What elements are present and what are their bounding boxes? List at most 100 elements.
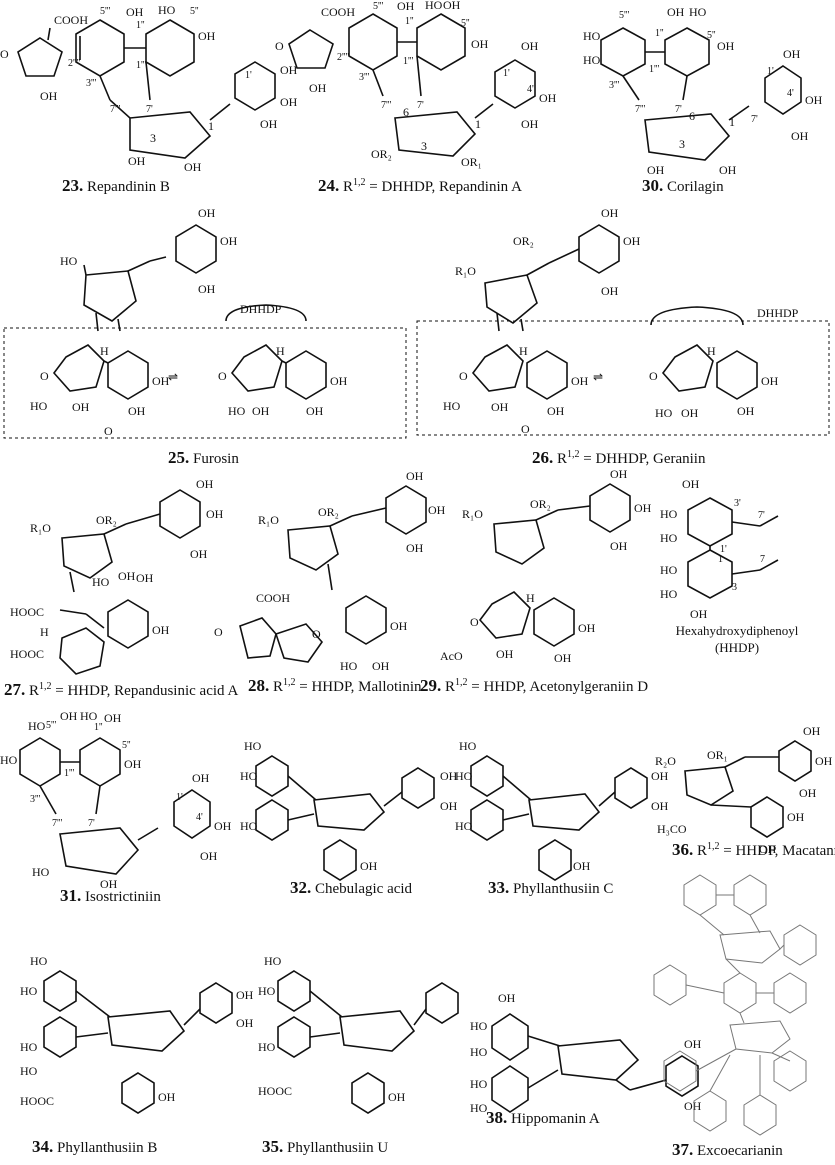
caption-27: 27. R1,2 = HHDP, Repandusinic acid A [4, 680, 239, 699]
svg-text:OH: OH [260, 117, 278, 131]
svg-text:OH: OH [198, 206, 216, 220]
svg-text:OH: OH [803, 724, 821, 738]
svg-text:OH: OH [198, 29, 216, 43]
svg-text:5''': 5''' [46, 720, 57, 731]
svg-text:HO: HO [470, 1045, 488, 1059]
svg-text:OH: OH [498, 991, 516, 1005]
svg-text:OH: OH [200, 849, 218, 863]
svg-text:OH: OH [128, 154, 146, 168]
svg-text:OR₂: OR₂ [513, 234, 534, 248]
svg-text:HO: HO [20, 1040, 38, 1054]
svg-text:3''': 3''' [30, 794, 41, 805]
svg-text:OH: OH [220, 234, 238, 248]
svg-text:OR₁: OR₁ [707, 748, 728, 762]
svg-text:AcO: AcO [440, 649, 463, 663]
svg-text:1': 1' [767, 66, 774, 77]
svg-text:1'': 1'' [405, 16, 414, 27]
svg-text:OH: OH [440, 799, 458, 813]
svg-text:OH: OH [521, 117, 539, 131]
svg-text:OH: OH [397, 0, 415, 13]
svg-text:OH: OH [124, 757, 142, 771]
svg-text:HO: HO [92, 575, 110, 589]
svg-text:OH: OH [390, 619, 408, 633]
structure-38: OH HO HO HO HO OH OH [470, 991, 702, 1115]
svg-text:OH: OH [214, 819, 232, 833]
svg-text:OH: OH [206, 507, 224, 521]
structure-33: HO HO HO OH OH OH [455, 739, 669, 881]
svg-text:OH: OH [388, 1090, 406, 1104]
svg-text:1'': 1'' [655, 28, 664, 39]
svg-text:OH: OH [610, 467, 628, 481]
svg-text:OR₂: OR₂ [530, 497, 551, 511]
svg-text:OH: OH [152, 374, 170, 388]
caption-35: 35. Phyllanthusiin U [262, 1137, 389, 1156]
svg-text:HO: HO [244, 739, 262, 753]
svg-text:HO: HO [20, 1064, 38, 1078]
svg-text:OH: OH [280, 95, 298, 109]
svg-text:O: O [275, 39, 284, 53]
svg-text:HO: HO [30, 399, 48, 413]
svg-text:HO: HO [158, 3, 176, 17]
svg-text:6: 6 [403, 105, 409, 119]
svg-text:HO: HO [258, 984, 276, 998]
svg-text:OH: OH [236, 988, 254, 1002]
svg-text:1: 1 [208, 119, 214, 133]
svg-text:⇌: ⇌ [168, 370, 178, 384]
svg-text:OH: OH [573, 859, 591, 873]
svg-text:OH: OH [72, 400, 90, 414]
svg-text:OH: OH [126, 5, 144, 19]
svg-text:OH: OH [491, 400, 509, 414]
svg-text:HO: HO [258, 1040, 276, 1054]
svg-text:2'''': 2'''' [68, 58, 80, 69]
svg-text:HO: HO [340, 659, 358, 673]
svg-text:OH: OH [100, 877, 118, 891]
svg-text:7''': 7''' [635, 104, 646, 115]
svg-text:OH: OH [681, 406, 699, 420]
svg-text:HO: HO [425, 0, 443, 12]
svg-text:HOOC: HOOC [258, 1084, 292, 1098]
svg-text:OH: OH [651, 769, 669, 783]
svg-text:5''': 5''' [373, 1, 384, 12]
svg-text:OH: OH [443, 0, 461, 12]
svg-text:OH: OH [539, 91, 557, 105]
structure-36: R₂O OR₁ OH OH OH H₃CO OH OH [655, 724, 833, 856]
svg-text:OH: OH [360, 859, 378, 873]
svg-text:OH: OH [118, 569, 136, 583]
svg-text:OH: OH [372, 659, 390, 673]
caption-30: 30. Corilagin [642, 176, 724, 195]
svg-text:OH: OH [280, 63, 298, 77]
svg-text:7': 7' [88, 818, 95, 829]
svg-text:O: O [312, 627, 321, 641]
svg-text:OH: OH [198, 282, 216, 296]
svg-text:OH: OH [309, 81, 327, 95]
svg-text:7': 7' [675, 104, 682, 115]
svg-text:⇌: ⇌ [593, 370, 603, 384]
caption-29: 29. R1,2 = HHDP, Acetonylgeraniin D [420, 676, 649, 695]
svg-text:OH: OH [737, 404, 755, 418]
svg-text:R₁O: R₁O [30, 521, 51, 535]
svg-text:OH: OH [684, 1099, 702, 1113]
svg-text:OH: OH [787, 810, 805, 824]
svg-text:HO: HO [32, 865, 50, 879]
svg-text:HO: HO [655, 406, 673, 420]
svg-text:O: O [470, 615, 479, 629]
svg-text:OH: OH [610, 539, 628, 553]
caption-34: 34. Phyllanthusiin B [32, 1137, 158, 1156]
caption-24: 24. R1,2 = DHHDP, Repandinin A [318, 176, 522, 195]
svg-text:HO: HO [660, 531, 678, 545]
caption-37: 37. Excoecarianin [672, 1140, 783, 1159]
svg-text:OH: OH [158, 1090, 176, 1104]
svg-text:7': 7' [751, 114, 758, 125]
svg-text:OH: OH [647, 163, 665, 177]
svg-text:OH: OH [330, 374, 348, 388]
caption-33: 33. Phyllanthusiin C [488, 878, 614, 897]
svg-text:OH: OH [783, 47, 801, 61]
svg-text:O: O [40, 369, 49, 383]
svg-text:1''': 1''' [136, 60, 147, 71]
svg-text:OH: OH [190, 547, 208, 561]
svg-text:7''': 7''' [381, 100, 392, 111]
structure-27: R₁O OR₂ OH OH OH OH HO OH OH HOOC H HOOC [10, 477, 224, 675]
svg-text:HO: HO [0, 753, 18, 767]
svg-text:OH: OH [406, 469, 424, 483]
svg-text:OR₂: OR₂ [318, 505, 339, 519]
